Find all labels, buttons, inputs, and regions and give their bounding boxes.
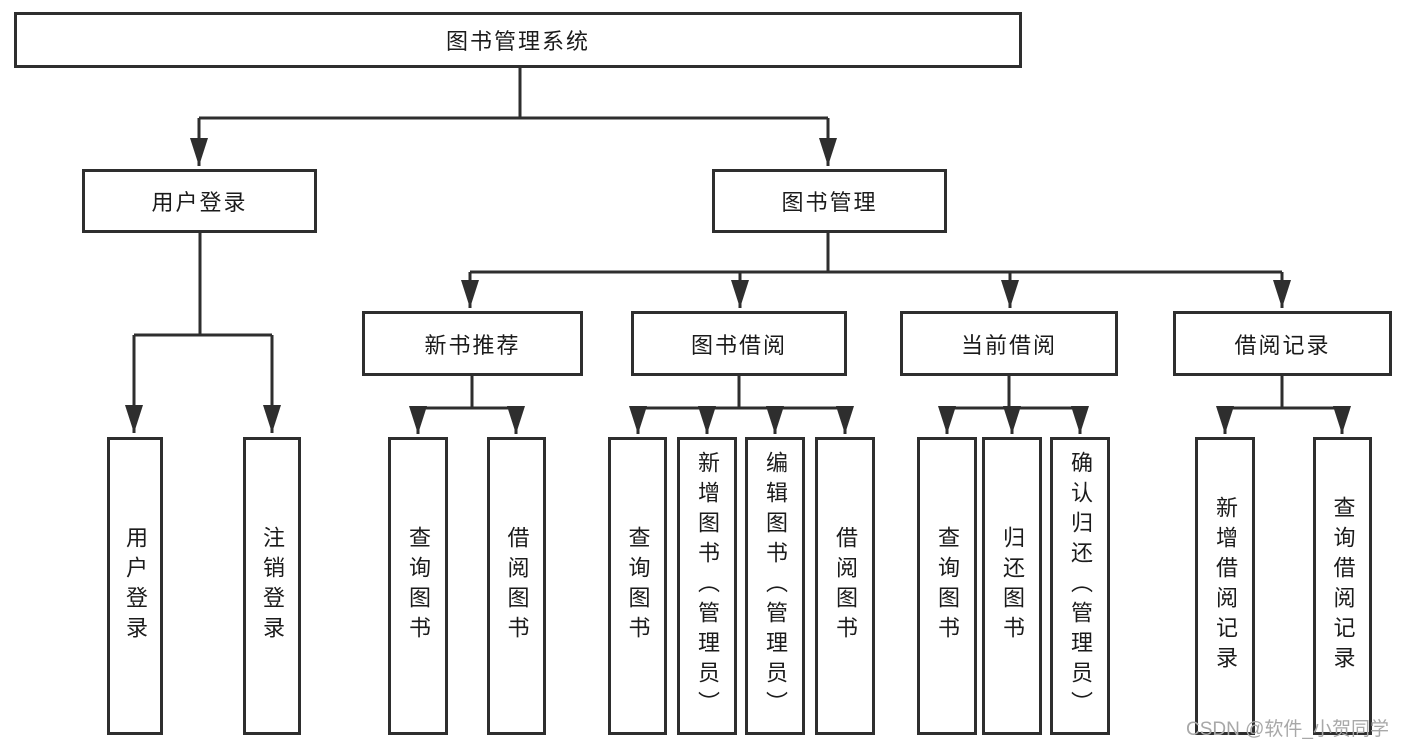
node-label: 图书借阅 (690, 332, 787, 358)
leaf-add-borrow-record: 新增借阅记录 (1195, 437, 1255, 735)
node-book-borrow: 图书借阅 (631, 311, 847, 376)
node-label: 新增借阅记录 (1213, 496, 1238, 676)
node-label: 图书管理 (781, 190, 878, 215)
node-current-borrow: 当前借阅 (900, 311, 1118, 376)
node-label: 借阅图书 (504, 526, 530, 646)
node-user-login: 用户登录 (82, 169, 317, 233)
leaf-user-login: 用户登录 (107, 437, 163, 735)
node-label: 用户登录 (151, 190, 248, 215)
node-label: 借阅记录 (1234, 332, 1331, 358)
leaf-edit-book-admin: 编辑图书（管理员） (745, 437, 805, 735)
edge-recommend-trunk (418, 376, 516, 410)
leaf-query-book-current: 查询图书 (917, 437, 977, 735)
node-label: 查询图书 (935, 526, 960, 646)
node-label: 用户登录 (123, 526, 148, 646)
edge-root-trunk (199, 68, 828, 120)
node-label: 确认归还（管理员） (1068, 451, 1093, 721)
node-label: 新书推荐 (424, 332, 521, 358)
edge-borrow-trunk (638, 376, 845, 410)
node-label: 查询图书 (406, 526, 431, 646)
node-label: 编辑图书（管理员） (763, 451, 788, 721)
edge-user-login-trunk (134, 233, 272, 337)
leaf-query-book-recommend: 查询图书 (388, 437, 448, 735)
node-label: 查询借阅记录 (1330, 496, 1356, 676)
node-book-management: 图书管理 (712, 169, 947, 233)
node-label: 注销登录 (260, 526, 285, 646)
node-label: 图书管理系统 (445, 29, 590, 54)
leaf-return-book: 归还图书 (982, 437, 1042, 735)
edge-book-mgmt-trunk (470, 233, 1282, 274)
node-label: 查询图书 (625, 526, 651, 646)
leaf-logout: 注销登录 (243, 437, 301, 735)
leaf-borrow-book: 借阅图书 (815, 437, 875, 735)
edge-record-trunk (1225, 376, 1342, 410)
csdn-watermark: CSDN @软件_小贺同学 (1186, 719, 1389, 740)
edge-current-trunk (947, 376, 1080, 410)
leaf-borrow-book-recommend: 借阅图书 (487, 437, 546, 735)
node-label: 归还图书 (1000, 526, 1025, 646)
node-borrow-record: 借阅记录 (1173, 311, 1392, 376)
leaf-query-borrow-record: 查询借阅记录 (1313, 437, 1372, 735)
node-label: 借阅图书 (833, 526, 858, 646)
leaf-add-book-admin: 新增图书（管理员） (677, 437, 737, 735)
node-library-management-system: 图书管理系统 (14, 12, 1022, 68)
leaf-confirm-return-admin: 确认归还（管理员） (1050, 437, 1110, 735)
node-label: 新增图书（管理员） (695, 451, 720, 721)
node-new-book-recommend: 新书推荐 (362, 311, 583, 376)
node-label: 当前借阅 (960, 332, 1057, 358)
leaf-query-book-borrow: 查询图书 (608, 437, 667, 735)
